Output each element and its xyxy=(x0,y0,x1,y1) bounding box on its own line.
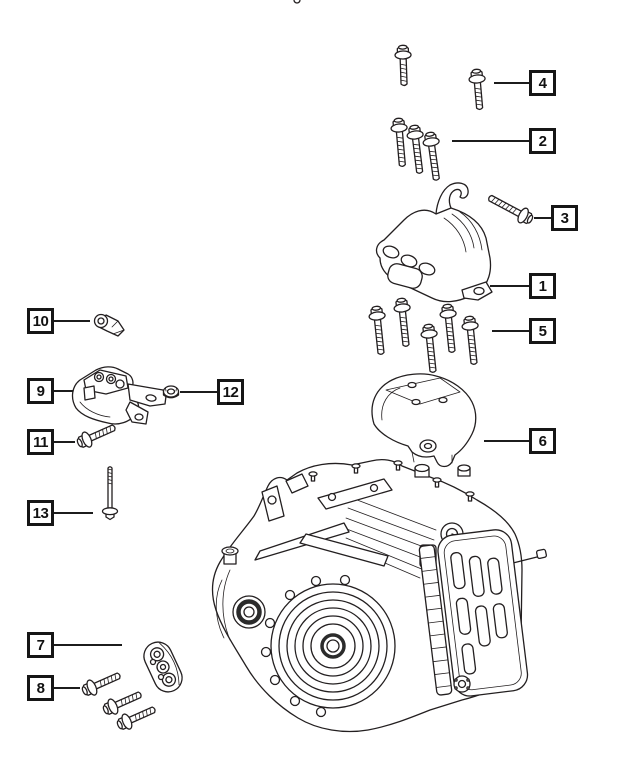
callout-box-10[interactable]: 10 xyxy=(27,308,54,334)
callout-box-12[interactable]: 12 xyxy=(217,379,244,405)
callout-box-6[interactable]: 6 xyxy=(529,428,556,454)
callout-label: 12 xyxy=(222,383,239,401)
part-13-bolt xyxy=(101,466,119,521)
callout-box-8[interactable]: 8 xyxy=(27,675,54,701)
part-12-nut xyxy=(162,385,180,399)
callout-label: 6 xyxy=(538,432,547,450)
callout-label: 4 xyxy=(538,74,547,92)
callout-box-5[interactable]: 5 xyxy=(529,318,556,344)
part-10-retainer-clip xyxy=(93,313,125,337)
solenoid-caps xyxy=(414,463,471,478)
part-7-torque-strut xyxy=(143,641,183,693)
callout-label: 11 xyxy=(33,433,48,451)
callout-box-9[interactable]: 9 xyxy=(27,378,54,404)
part-5-bolts xyxy=(368,298,482,374)
callout-label: 7 xyxy=(36,636,45,654)
callout-label: 13 xyxy=(32,504,49,522)
callout-box-4[interactable]: 4 xyxy=(529,70,556,96)
callout-label: 5 xyxy=(538,322,547,340)
part-transaxle-assembly xyxy=(211,0,548,733)
part-8-bolts xyxy=(80,668,158,733)
part-4-bolt xyxy=(468,69,487,110)
leader-lines xyxy=(53,82,551,689)
callout-box-2[interactable]: 2 xyxy=(529,128,556,154)
part-3-bolt xyxy=(485,190,535,227)
callout-label: 9 xyxy=(36,382,45,400)
callout-box-13[interactable]: 13 xyxy=(27,500,54,526)
callout-label: 8 xyxy=(36,679,45,697)
part-11-bolt xyxy=(75,420,118,451)
part-9-transmission-mount xyxy=(71,366,167,425)
callout-label: 10 xyxy=(32,312,49,330)
callout-label: 2 xyxy=(538,132,547,150)
callout-box-1[interactable]: 1 xyxy=(529,273,556,299)
part-6-bracket xyxy=(371,373,477,468)
callout-label: 3 xyxy=(560,209,569,227)
fill-cap xyxy=(221,546,239,565)
part-1-engine-mount xyxy=(375,182,493,303)
callout-box-11[interactable]: 11 xyxy=(27,429,54,455)
part-2-bolts xyxy=(390,45,444,181)
callout-label: 1 xyxy=(538,277,547,295)
callout-box-3[interactable]: 3 xyxy=(551,205,578,231)
callout-box-7[interactable]: 7 xyxy=(27,632,54,658)
